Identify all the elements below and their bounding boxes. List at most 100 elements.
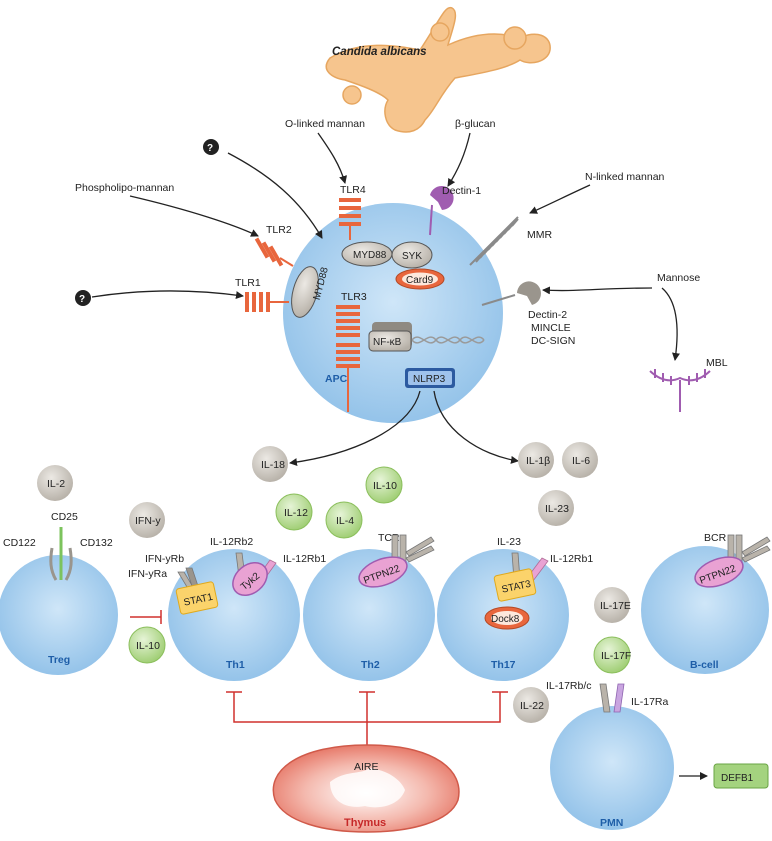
mbl-label: MBL	[706, 357, 728, 369]
mmr-label: MMR	[527, 229, 552, 241]
svg-text:IL-17E: IL-17E	[600, 600, 631, 612]
treg-inhibition	[130, 610, 162, 624]
svg-text:IL-4: IL-4	[336, 515, 354, 527]
svg-text:IL-22: IL-22	[520, 700, 544, 712]
aire-label: AIRE	[354, 761, 379, 773]
svg-text:IL-2: IL-2	[47, 478, 65, 490]
tyk2-protein: Tyk2	[232, 561, 268, 597]
svg-text:NF-κB: NF-κB	[373, 337, 402, 348]
cd132-label: CD132	[80, 537, 113, 549]
tlr2-label: TLR2	[266, 224, 292, 236]
nlrp3-box: NLRP3	[405, 368, 455, 388]
svg-text:IL-23: IL-23	[545, 503, 569, 515]
cytokine-il22: IL-22	[513, 687, 549, 723]
thymus-label: Thymus	[344, 817, 386, 829]
cytokine-il17e: IL-17E	[594, 587, 631, 623]
syk-protein: SYK	[391, 241, 433, 269]
svg-text:?: ?	[207, 143, 213, 154]
dna-helix	[411, 336, 485, 344]
organism-name: Candida albicans	[332, 46, 427, 58]
bcell-cell	[641, 546, 769, 674]
il12rb1-th1-label: IL-12Rb1	[283, 553, 326, 565]
svg-text:IL-1β: IL-1β	[526, 455, 550, 467]
mannose-label: Mannose	[657, 272, 700, 284]
il17ra-label: IL-17Ra	[631, 696, 669, 708]
svg-text:IL-6: IL-6	[572, 455, 590, 467]
ifnyra-label: IFN-yRa	[128, 568, 167, 580]
cytokine-il4: IL-4	[325, 501, 363, 539]
thymus-organ	[272, 744, 460, 833]
unknown-ligand-icon: ?	[203, 139, 219, 155]
n-linked-mannan-label: N-linked mannan	[585, 171, 665, 183]
tlr2-receptor	[254, 237, 294, 267]
apc-label: APC	[325, 373, 348, 385]
svg-text:SYK: SYK	[402, 251, 422, 262]
th2-label: Th2	[361, 659, 380, 671]
dectin1-label: Dectin-1	[442, 185, 481, 197]
svg-text:NLRP3: NLRP3	[413, 374, 446, 385]
th1-cell	[168, 549, 300, 681]
bcell-label: B-cell	[690, 659, 719, 671]
tlr3-label: TLR3	[341, 291, 367, 303]
dectin2-receptor	[481, 281, 541, 306]
cytokine-il10-top: IL-10	[365, 466, 403, 504]
cd25-label: CD25	[51, 511, 78, 523]
svg-text:Dock8: Dock8	[491, 614, 520, 625]
tlr3-receptor	[336, 305, 360, 412]
bcr-receptor	[727, 534, 771, 566]
treg-receptor-complex	[49, 527, 73, 581]
svg-text:IL-10: IL-10	[373, 480, 397, 492]
pmn-cell	[550, 706, 674, 830]
th2-cell	[303, 549, 435, 681]
svg-text:Card9: Card9	[406, 275, 434, 286]
ptpn22-bcell: PTPN22	[694, 556, 744, 588]
bcr-label: BCR	[704, 532, 727, 544]
dock8-protein: Dock8	[484, 606, 530, 630]
tlr1-receptor	[245, 292, 289, 312]
cytokine-il10-treg: IL-10	[128, 626, 166, 664]
candida-albicans-organism	[325, 6, 551, 133]
tlr1-label: TLR1	[235, 277, 261, 289]
stat3-box: STAT3	[493, 568, 537, 602]
il12rb2-label: IL-12Rb2	[210, 536, 253, 548]
th1-label: Th1	[226, 659, 245, 671]
svg-text:IL-10: IL-10	[136, 640, 160, 652]
pmn-label: PMN	[600, 817, 623, 829]
cytokine-il18: IL-18	[252, 446, 288, 482]
cytokine-il23: IL-23	[538, 490, 574, 526]
ptpn22-th2: PTPN22	[358, 556, 408, 588]
cd122-label: CD122	[3, 537, 36, 549]
svg-text:?: ?	[79, 294, 85, 305]
myd88-top: MYD88	[341, 241, 393, 267]
treg-cell	[0, 555, 118, 675]
treg-label: Treg	[48, 654, 70, 666]
cytokine-il2: IL-2	[37, 465, 73, 501]
il17rbc-label: IL-17Rb/c	[546, 680, 592, 692]
svg-text:IL-12: IL-12	[284, 507, 308, 519]
mbl-molecule	[649, 369, 711, 412]
il17-receptor	[599, 683, 625, 713]
mmr-receptor	[469, 216, 519, 266]
il23-receptor-label: IL-23	[497, 536, 521, 548]
cytokine-il1b: IL-1β	[518, 442, 554, 478]
th17-label: Th17	[491, 659, 516, 671]
il12rb1-th17-label: IL-12Rb1	[550, 553, 593, 565]
svg-text:DEFB1: DEFB1	[721, 773, 754, 784]
phospholipomannan-label: Phospholipo-mannan	[75, 182, 174, 194]
ifnyrb-label: IFN-yRb	[145, 553, 184, 565]
svg-text:MYD88: MYD88	[353, 250, 387, 261]
cytokine-ifny: IFN-y	[129, 502, 165, 538]
o-linked-mannan-label: O-linked mannan	[285, 118, 365, 130]
cytokine-il6: IL-6	[562, 442, 598, 478]
unknown-ligand-icon: ?	[75, 290, 91, 306]
thymus-inhibition-lines	[226, 691, 508, 748]
cytokine-il17f: IL-17F	[593, 636, 631, 674]
tcr-th2	[391, 534, 435, 566]
tlr4-receptor	[339, 198, 361, 240]
ligand-arrows	[91, 132, 680, 361]
cytokine-il12: IL-12	[275, 493, 313, 531]
mincle-label: MINCLE	[531, 322, 571, 334]
card9-protein: Card9	[395, 268, 445, 290]
